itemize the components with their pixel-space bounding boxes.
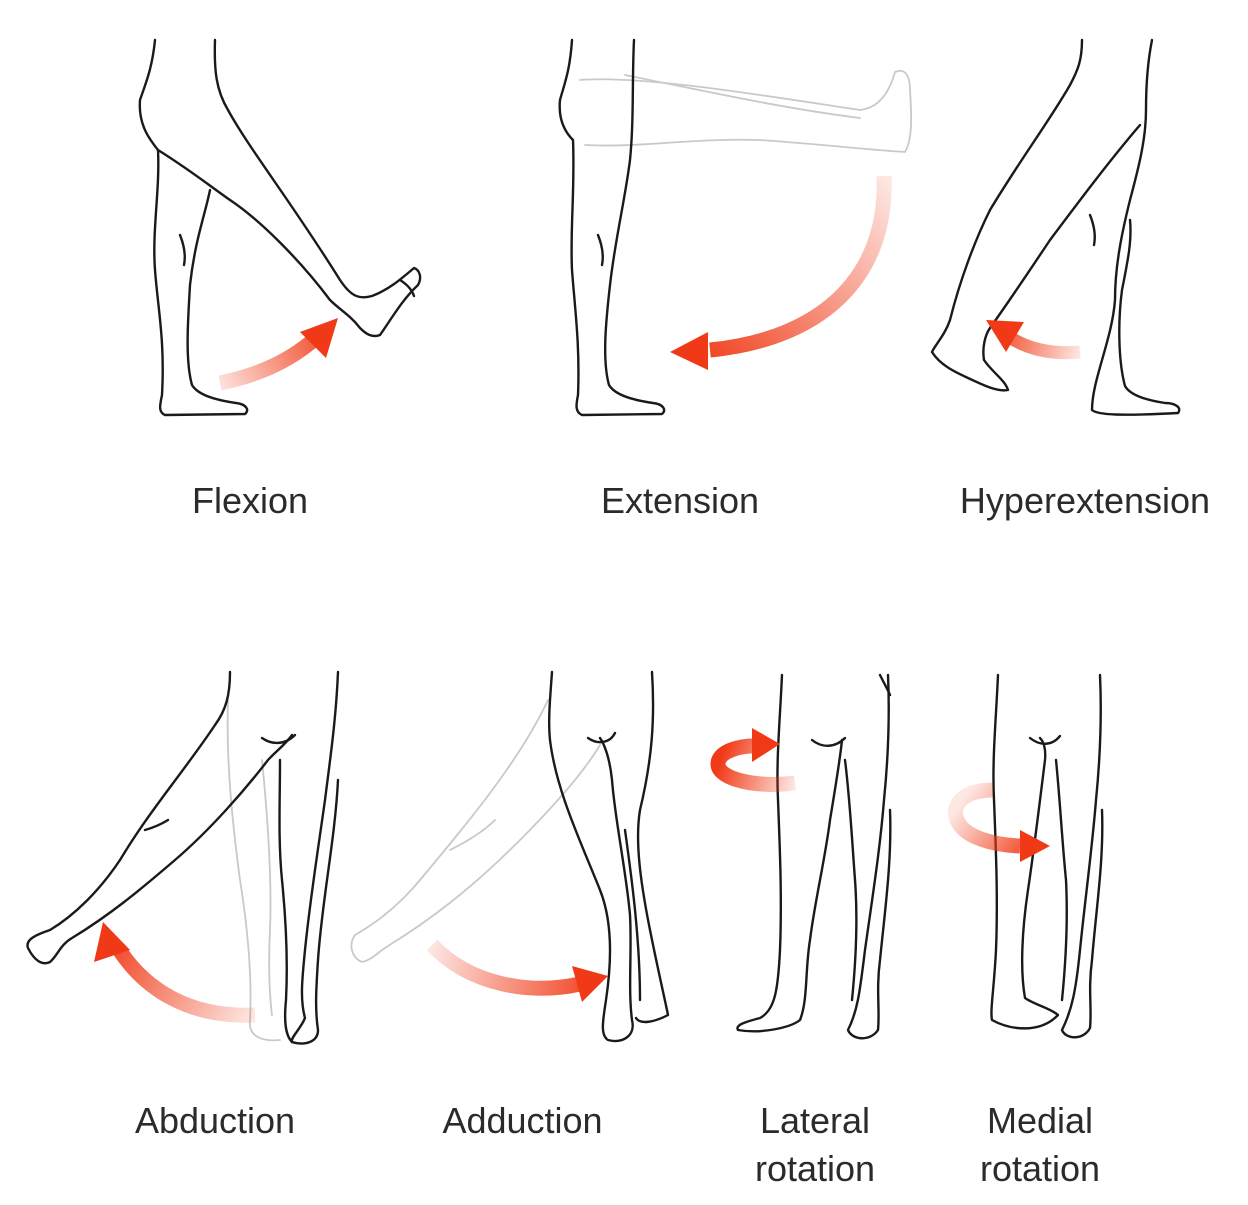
lateral-rotation-line-1: Lateral xyxy=(759,1100,871,1141)
hyperextension-figure xyxy=(930,38,1181,416)
medial-rotation-arrow xyxy=(947,782,1050,862)
adduction-arrow xyxy=(426,939,608,1002)
flexion-figure xyxy=(138,38,422,417)
abduction-text: Abduction xyxy=(134,1100,296,1141)
hyperextension-arrow xyxy=(986,320,1081,360)
extension-label: Extension xyxy=(580,477,780,525)
lateral-rotation-arrow xyxy=(710,728,797,792)
flexion-arrow xyxy=(218,318,338,391)
flexion-text: Flexion xyxy=(191,480,309,521)
lateral-rotation-figure xyxy=(736,673,892,1040)
medial-rotation-figure xyxy=(990,673,1104,1039)
adduction-figure xyxy=(350,670,670,1043)
lateral-rotation-line-2: rotation xyxy=(754,1148,876,1189)
hyperextension-text: Hyperextension xyxy=(959,480,1211,521)
flexion-label: Flexion xyxy=(150,477,350,525)
hyperextension-label: Hyperextension xyxy=(940,477,1230,525)
medial-rotation-line-1: Medial xyxy=(986,1100,1094,1141)
extension-figure xyxy=(558,38,913,417)
abduction-label: Abduction xyxy=(110,1097,320,1145)
adduction-text: Adduction xyxy=(442,1100,603,1141)
abduction-arrow xyxy=(94,922,256,1023)
extension-text: Extension xyxy=(600,480,760,521)
lateral-rotation-label: Lateral rotation xyxy=(735,1097,895,1193)
extension-arrow xyxy=(670,175,892,370)
adduction-label: Adduction xyxy=(420,1097,625,1145)
medial-rotation-line-2: rotation xyxy=(979,1148,1101,1189)
medial-rotation-label: Medial rotation xyxy=(960,1097,1120,1193)
abduction-figure xyxy=(26,670,340,1045)
